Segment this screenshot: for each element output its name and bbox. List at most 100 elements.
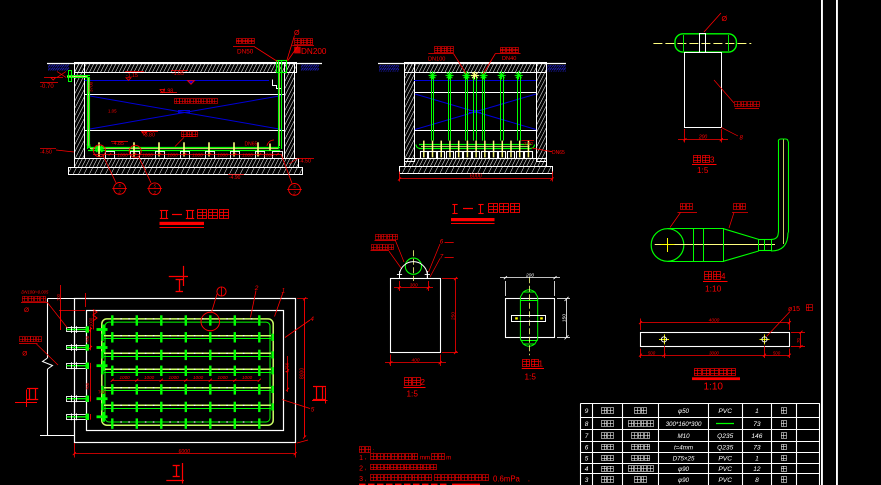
svg-text:1750: 1750 — [284, 362, 289, 372]
svg-text:mm,: mm, — [420, 454, 432, 461]
svg-text:1.98: 1.98 — [163, 88, 173, 94]
svg-text:3: 3 — [710, 155, 715, 164]
svg-text:1000: 1000 — [142, 152, 153, 157]
svg-text:8: 8 — [755, 477, 759, 484]
svg-text:-3.80: -3.80 — [143, 133, 155, 139]
svg-text:1000: 1000 — [263, 152, 274, 157]
svg-text:5: 5 — [153, 184, 156, 189]
svg-text:7: 7 — [585, 433, 589, 440]
svg-text:DN100i=0.005: DN100i=0.005 — [21, 290, 49, 295]
svg-text:Ø: Ø — [294, 28, 300, 37]
svg-text:6: 6 — [440, 238, 444, 245]
svg-text:2: 2 — [152, 190, 156, 195]
svg-text:DN65: DN65 — [245, 141, 258, 147]
svg-text:DN40: DN40 — [502, 56, 516, 62]
svg-text:3: 3 — [359, 476, 363, 483]
svg-text:2: 2 — [421, 378, 426, 387]
svg-text:4: 4 — [585, 466, 589, 473]
svg-text:1000: 1000 — [88, 317, 93, 327]
svg-text:5: 5 — [311, 407, 315, 414]
svg-text:73: 73 — [753, 445, 761, 452]
svg-text:6000: 6000 — [470, 174, 482, 180]
svg-text:1:10: 1:10 — [705, 284, 722, 294]
svg-text:3: 3 — [585, 477, 589, 484]
svg-text:DN65: DN65 — [552, 150, 565, 156]
svg-text:M10: M10 — [677, 433, 690, 440]
svg-text:500: 500 — [648, 350, 656, 355]
svg-text:4000: 4000 — [709, 317, 720, 323]
svg-text:1000: 1000 — [242, 375, 253, 380]
svg-text:φ90: φ90 — [678, 466, 689, 473]
svg-text:1000: 1000 — [242, 152, 253, 157]
svg-text:7: 7 — [440, 253, 444, 260]
svg-text:5: 5 — [118, 183, 121, 188]
svg-text:,: , — [365, 465, 367, 472]
svg-text:6: 6 — [585, 444, 589, 451]
svg-text:8: 8 — [740, 136, 744, 142]
svg-text:300*160*300: 300*160*300 — [666, 421, 702, 428]
svg-text:2: 2 — [359, 465, 363, 472]
svg-text:400: 400 — [411, 357, 419, 363]
svg-text:150: 150 — [561, 314, 567, 322]
svg-text:700: 700 — [85, 382, 90, 390]
svg-text:146: 146 — [751, 433, 762, 440]
svg-text:PVC: PVC — [718, 456, 732, 463]
svg-text:Q235: Q235 — [717, 445, 733, 452]
svg-text:5: 5 — [293, 184, 296, 189]
svg-text:8000: 8000 — [299, 368, 305, 379]
svg-text:,: , — [365, 454, 367, 461]
svg-text:1000: 1000 — [119, 375, 130, 380]
svg-text:1.05: 1.05 — [108, 109, 117, 114]
svg-text:1000: 1000 — [168, 375, 179, 380]
svg-text:-1.05: -1.05 — [172, 71, 184, 77]
svg-text:1000: 1000 — [144, 375, 155, 380]
svg-text:1:5: 1:5 — [525, 372, 537, 381]
svg-text:1:5: 1:5 — [407, 390, 419, 399]
svg-text:0.6mPa: 0.6mPa — [493, 475, 521, 484]
svg-text:-4.90: -4.90 — [229, 175, 241, 181]
svg-text:1000: 1000 — [192, 152, 203, 157]
svg-text:1000: 1000 — [167, 152, 178, 157]
svg-text:Ø: Ø — [22, 351, 27, 358]
svg-text:6000: 6000 — [179, 449, 191, 455]
svg-text:1000: 1000 — [117, 152, 128, 157]
svg-text:-4.50: -4.50 — [40, 150, 52, 156]
svg-text:1: 1 — [539, 359, 544, 368]
svg-text:12: 12 — [753, 466, 761, 473]
svg-text:4: 4 — [721, 272, 726, 281]
svg-text:250: 250 — [450, 312, 456, 320]
svg-text:DN50: DN50 — [237, 48, 254, 55]
svg-text:-0.70: -0.70 — [40, 84, 54, 90]
svg-text:1000: 1000 — [217, 375, 228, 380]
svg-text:φ50: φ50 — [678, 408, 689, 415]
svg-text:5: 5 — [585, 455, 589, 462]
svg-text:PVC: PVC — [718, 408, 732, 415]
svg-text:,: , — [528, 476, 530, 483]
svg-text:700: 700 — [56, 293, 61, 301]
svg-text:300: 300 — [410, 282, 418, 288]
svg-text:Ø: Ø — [24, 307, 29, 314]
svg-text:73: 73 — [753, 421, 761, 428]
svg-text:-4.50: -4.50 — [299, 159, 311, 165]
svg-text:1000: 1000 — [217, 152, 228, 157]
svg-text:8: 8 — [585, 421, 589, 428]
svg-text:ø15: ø15 — [788, 306, 800, 313]
svg-text:1000: 1000 — [193, 375, 204, 380]
svg-text:D75×25: D75×25 — [673, 456, 695, 463]
svg-text:3000: 3000 — [709, 350, 719, 355]
svg-text:DN200: DN200 — [301, 47, 327, 56]
svg-text:70: 70 — [796, 338, 801, 343]
svg-text:2: 2 — [117, 189, 121, 194]
svg-text:3700: 3700 — [89, 81, 94, 92]
svg-text:1: 1 — [755, 408, 759, 415]
svg-text:-4.85: -4.85 — [112, 141, 124, 147]
svg-text:1: 1 — [755, 456, 759, 463]
svg-text:m: m — [446, 454, 451, 461]
svg-text:1: 1 — [359, 455, 363, 462]
svg-text:-3.80: -3.80 — [523, 141, 534, 146]
svg-text::: : — [373, 448, 375, 454]
svg-text:,: , — [365, 475, 367, 482]
svg-text:φ90: φ90 — [678, 477, 689, 484]
svg-text:500: 500 — [773, 350, 781, 355]
svg-text:1:10: 1:10 — [704, 382, 724, 393]
